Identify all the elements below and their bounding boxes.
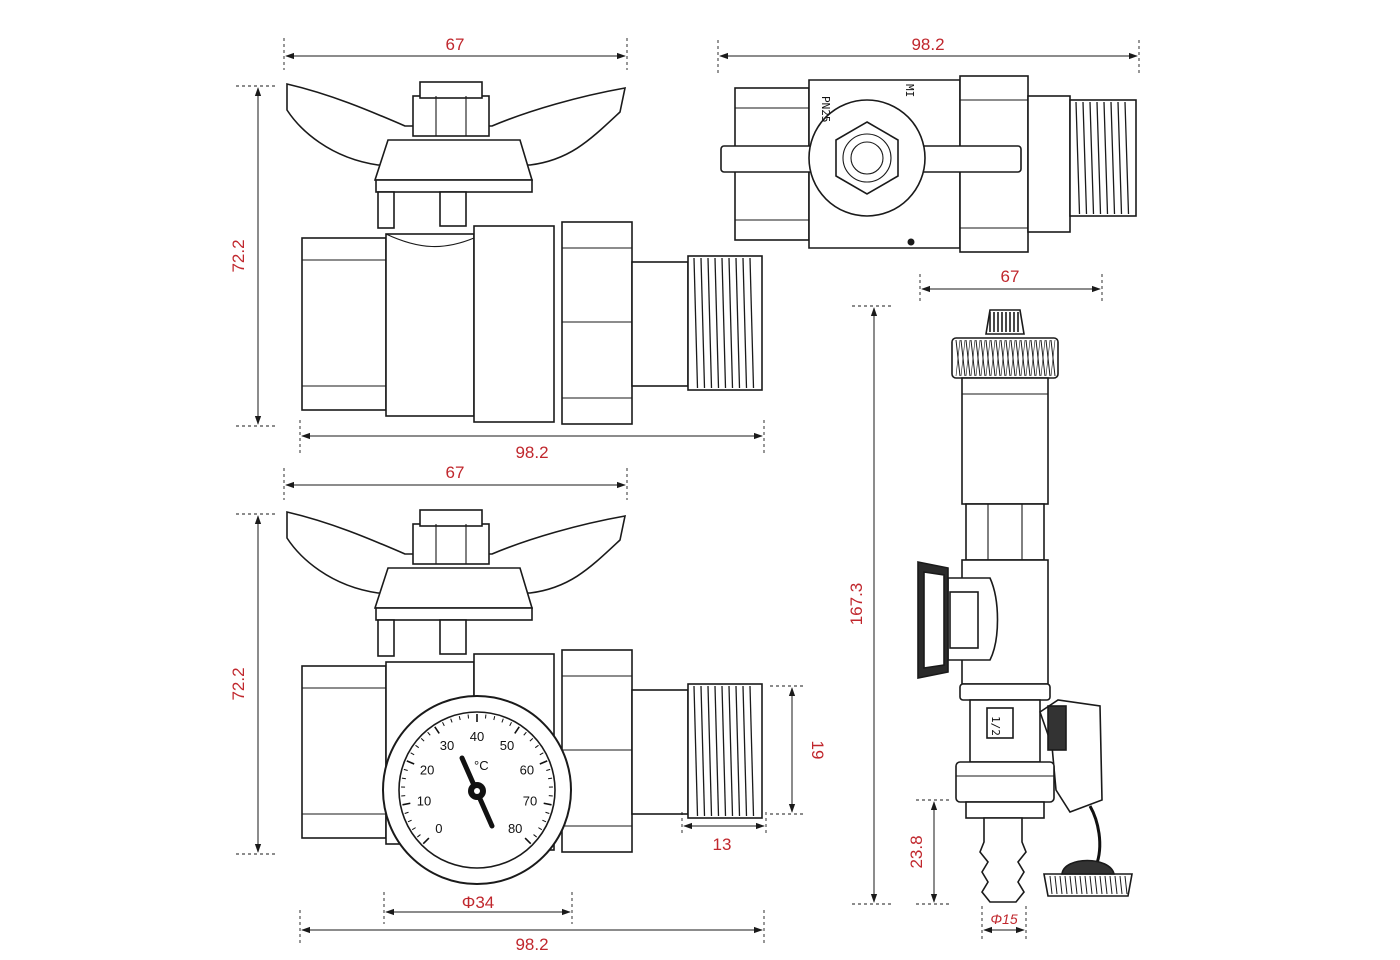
gauge-label: 80 <box>508 821 522 836</box>
dim-view1-height: 72.2 <box>229 239 248 272</box>
handle-nut-top <box>419 81 483 99</box>
left-hex-body-2 <box>301 665 387 839</box>
gauge-label: 60 <box>520 762 534 777</box>
view-vent-assembly: 1/2 <box>917 309 1133 903</box>
dim-hose-height: 23.8 <box>907 835 926 868</box>
dimension-labels: 67 72.2 98.2 98.2 67 72.2 19 13 Φ34 98.2… <box>229 35 1019 954</box>
view-ball-valve-top: PN25 MI <box>720 75 1137 253</box>
stamp-pn: PN25 <box>819 96 832 123</box>
butterfly-handle-2 <box>286 510 627 594</box>
dim-view4-height: 167.3 <box>847 583 866 626</box>
gauge-label: 0 <box>435 821 442 836</box>
dimension-lines <box>236 38 1140 944</box>
gauge-label: 40 <box>470 729 484 744</box>
vent-hex <box>965 503 1045 561</box>
dim-view1-length: 98.2 <box>515 443 548 462</box>
dim-view3-width: 67 <box>446 463 465 482</box>
stamp-mi: MI <box>903 84 916 97</box>
gauge-unit: °C <box>474 758 489 773</box>
dim-thread-height: 19 <box>808 741 827 760</box>
drain-union <box>955 761 1055 803</box>
gauge-label: 20 <box>420 762 434 777</box>
gauge-label: 70 <box>523 794 537 809</box>
center-body <box>385 233 475 417</box>
dim-view2-length: 98.2 <box>911 35 944 54</box>
dim-view1-width: 67 <box>446 35 465 54</box>
dim-gauge-diameter: Φ34 <box>462 893 494 912</box>
gauge-label: 10 <box>417 794 431 809</box>
butterfly-handle <box>286 82 627 166</box>
view-ball-valve-front <box>286 81 763 425</box>
union-nut <box>561 221 633 425</box>
dim-hose-diameter: Φ15 <box>990 911 1018 927</box>
left-hex-body <box>301 237 387 411</box>
stem-housing <box>373 139 534 181</box>
male-thread-neck <box>631 261 689 387</box>
union-nut-2 <box>561 649 633 853</box>
hose-barb <box>979 817 1027 903</box>
dim-view3-length: 98.2 <box>515 935 548 954</box>
dim-view4-width: 67 <box>1001 267 1020 286</box>
handle-nut <box>412 95 490 137</box>
gauge-label: 50 <box>500 738 514 753</box>
gauge-label: 30 <box>440 738 454 753</box>
fitting-label: 1/2 <box>989 716 1002 736</box>
vent-cylinder <box>961 377 1049 505</box>
handle-nut-2 <box>412 523 490 565</box>
dim-thread-length: 13 <box>713 835 732 854</box>
male-thread <box>687 255 763 391</box>
dim-view3-height: 72.2 <box>229 667 248 700</box>
